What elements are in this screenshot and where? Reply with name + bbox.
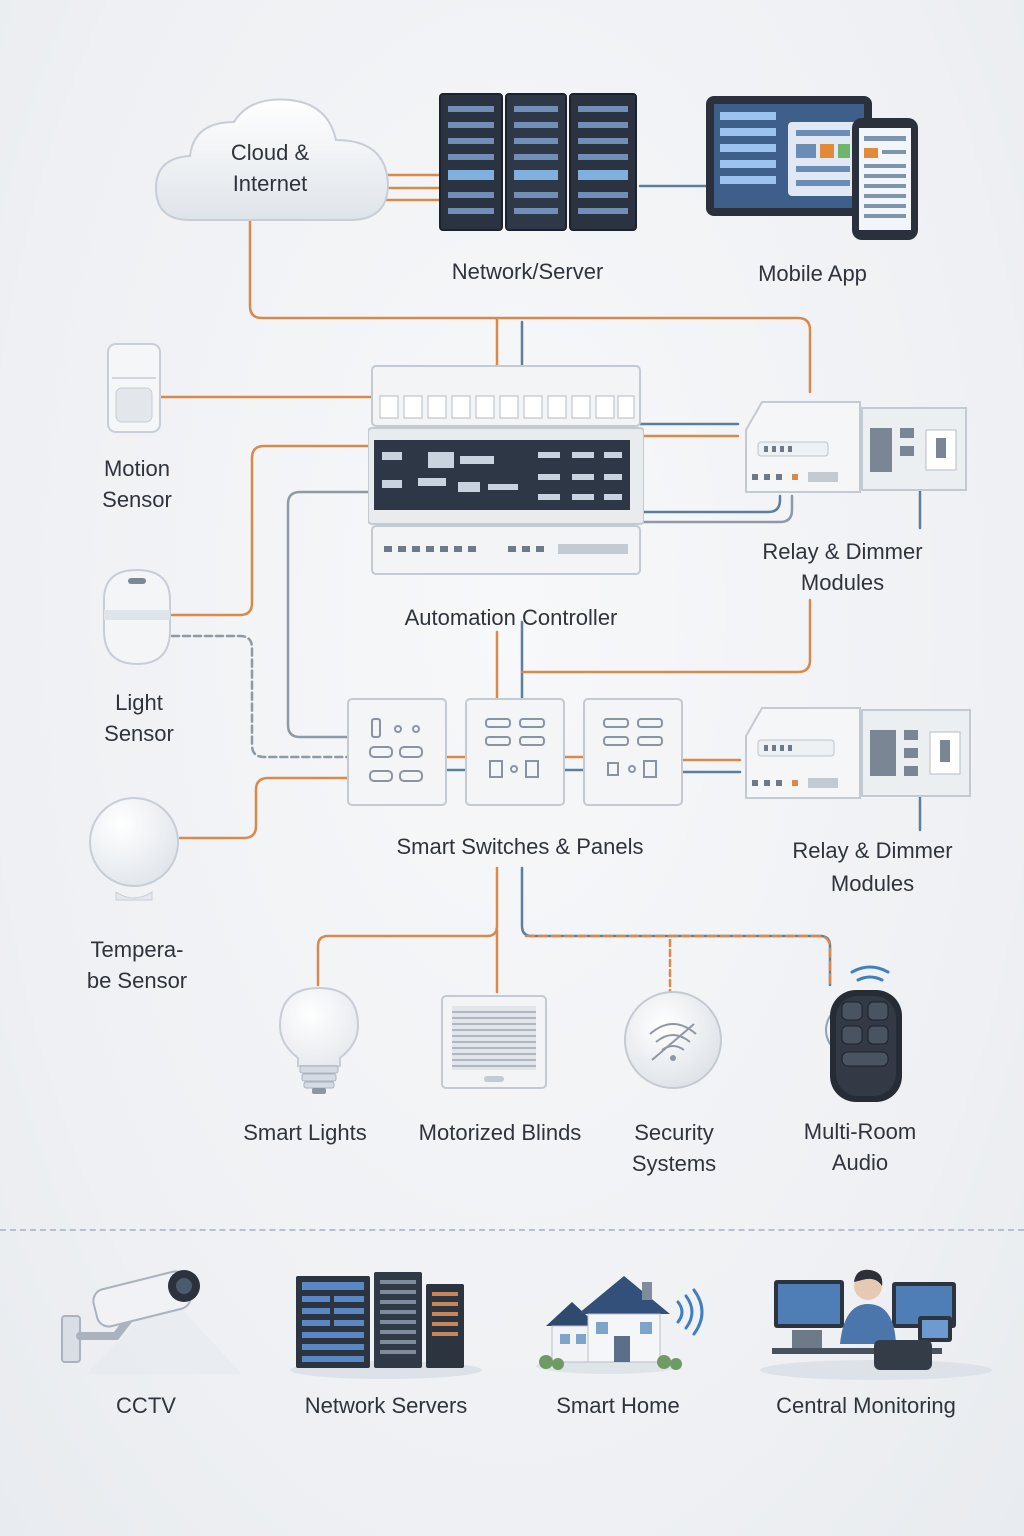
mobile-app-label: Mobile App (758, 261, 867, 286)
cloud-icon (150, 92, 395, 232)
tablet-phone-icon (704, 94, 920, 242)
server-rack-icon (438, 92, 638, 232)
relay-dimmer-bottom-label: Relay & Dimmer Modules (792, 838, 953, 896)
cctv-label: CCTV (116, 1393, 176, 1418)
wire-controller-relay-c (638, 494, 782, 514)
relay-dimmer-top-label: Relay & Dimmer Modules (762, 539, 923, 595)
smart-switches-label: Smart Switches & Panels (396, 834, 644, 859)
cctv-camera-icon (56, 1262, 244, 1382)
wire-controller-relay-d (638, 494, 794, 524)
wire-panels-lights (316, 866, 499, 987)
network-server-label: Network/Server (451, 259, 604, 284)
controller-icon (367, 362, 645, 578)
wire-light-controller (170, 444, 374, 617)
motorized-blinds-label: Motorized Blinds (418, 1120, 582, 1145)
temperature-sensor-label: Tempera- be Sensor (86, 937, 188, 993)
security-icon (622, 990, 724, 1090)
bulb-icon (274, 984, 364, 1096)
central-monitoring-label: Central Monitoring (776, 1393, 956, 1418)
light-sensor-icon (98, 564, 176, 668)
server-icon (288, 1268, 484, 1380)
security-systems-label: Security Systems (631, 1120, 717, 1176)
wire-light-panels (170, 634, 350, 759)
multi-room-audio-label: Multi-Room Audio (803, 1119, 917, 1175)
wire-cloud-relay (248, 218, 812, 394)
automation-controller-label: Automation Controller (404, 605, 618, 630)
switch-panel-icon-1 (346, 697, 448, 809)
smart-home-label: Smart Home (556, 1393, 680, 1418)
smart-lights-label: Smart Lights (243, 1120, 367, 1145)
switch-panel-icon-3 (582, 697, 684, 809)
relay-module-icon (738, 394, 970, 500)
switch-panel-icon-2 (464, 697, 566, 809)
wire-relay-top-bottom (520, 598, 812, 674)
temperature-sensor-icon (88, 792, 182, 904)
house-icon (532, 1266, 708, 1376)
cloud-label: Cloud & Internet (230, 140, 310, 196)
light-sensor-label: Light Sensor (104, 690, 174, 746)
relay-module-icon-bottom (738, 700, 974, 806)
motion-sensor-label: Motion Sensor (102, 456, 172, 512)
wire-panels-audio (524, 934, 832, 987)
section-divider (0, 1229, 1024, 1231)
wire-temp-panels (178, 776, 350, 840)
remote-icon (818, 960, 910, 1106)
motion-sensor-icon (104, 340, 164, 436)
blinds-icon (440, 994, 548, 1092)
operator-icon (752, 1264, 994, 1382)
wire-controller-panels (286, 490, 374, 739)
network-servers-label: Network Servers (304, 1393, 468, 1418)
